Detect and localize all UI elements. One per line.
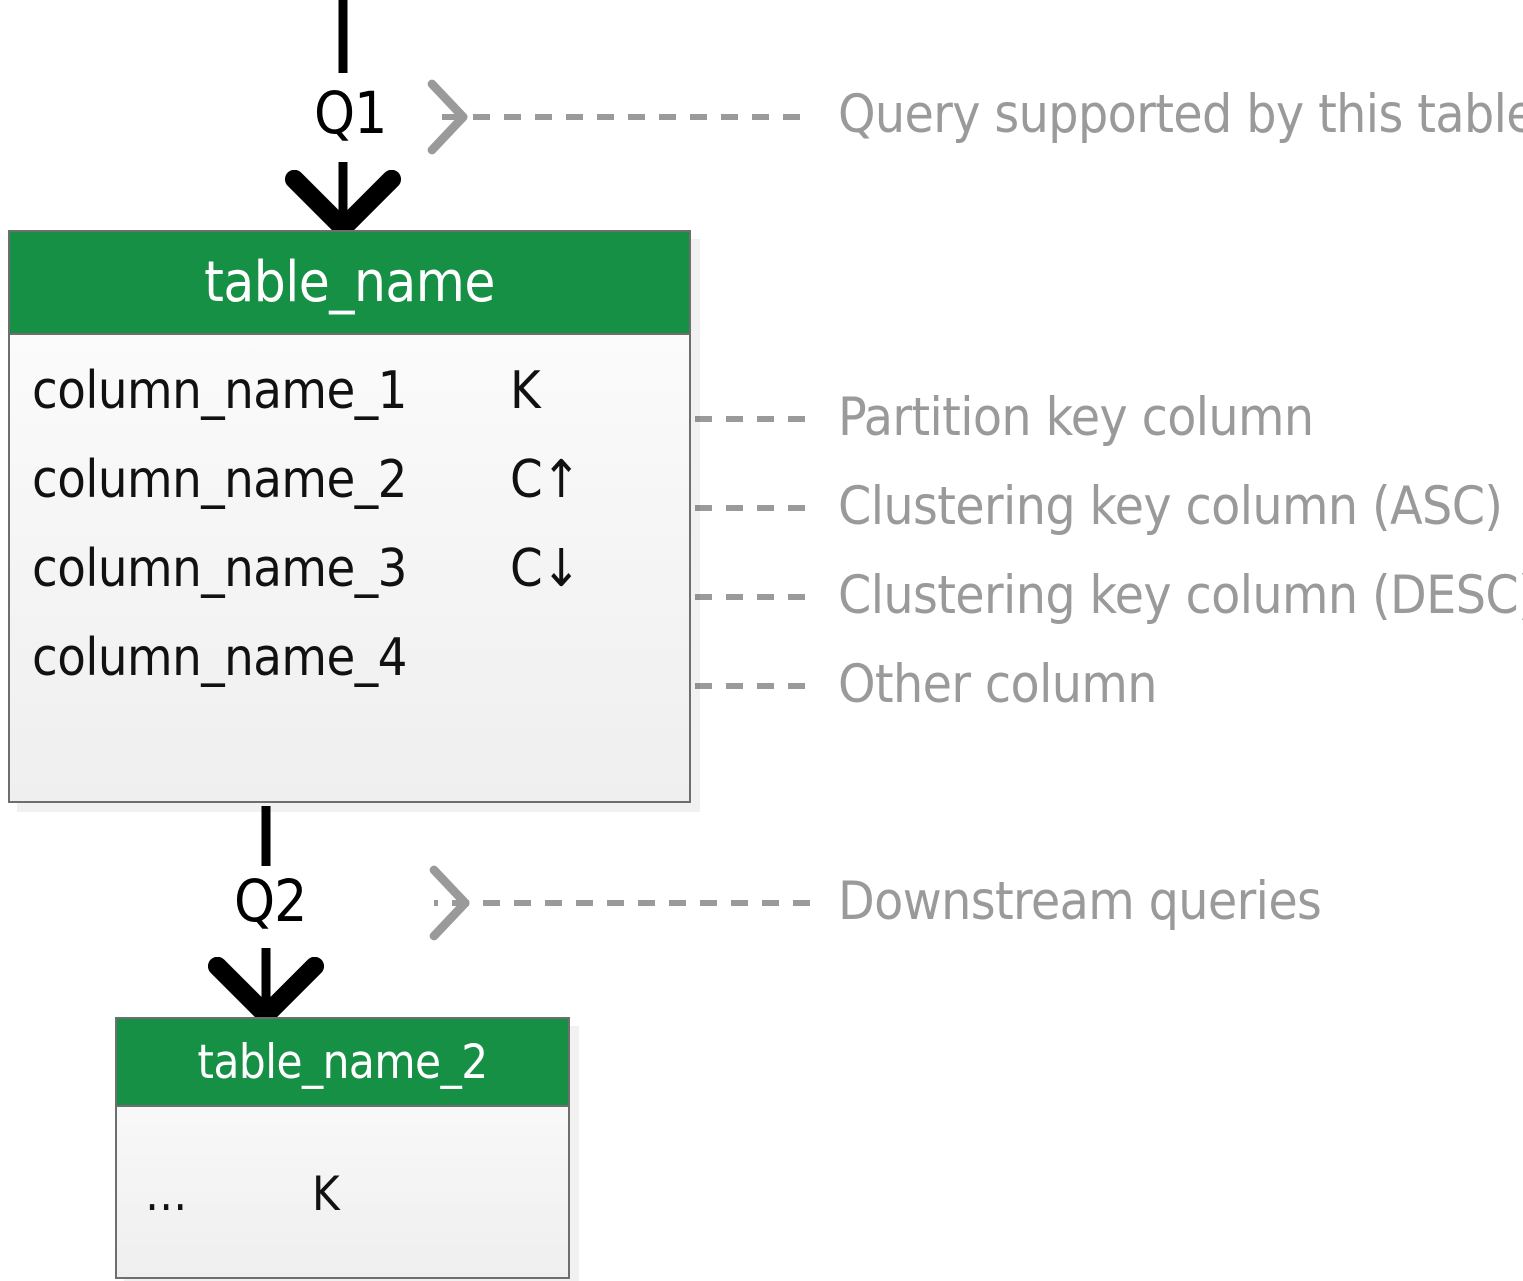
table-card-table-name-2[interactable]: table_name_2 … K <box>115 1017 570 1279</box>
column-name: … <box>145 1166 187 1222</box>
table-row[interactable]: column_name_2 C↑ <box>10 436 689 524</box>
column-name: column_name_4 <box>32 628 407 688</box>
annotation-other-column: Other column <box>838 654 1157 715</box>
annotation-query-supported: Query supported by this table <box>838 84 1523 145</box>
column-key-marker: C↓ <box>510 539 581 599</box>
table-row[interactable]: column_name_3 C↓ <box>10 525 689 613</box>
annotation-downstream-queries: Downstream queries <box>838 871 1322 932</box>
column-key-marker: C↑ <box>510 450 581 510</box>
column-key-marker: K <box>510 361 541 421</box>
table-row[interactable]: column_name_1 K <box>10 347 689 435</box>
table-1-title: table_name <box>10 232 689 335</box>
column-name: column_name_1 <box>32 361 407 421</box>
table-2-columns: … K <box>117 1107 568 1281</box>
table-2-title: table_name_2 <box>117 1019 568 1107</box>
column-key-marker: K <box>312 1166 340 1222</box>
query-label-q1: Q1 <box>314 79 387 147</box>
table-card-table-name[interactable]: table_name column_name_1 K column_name_2… <box>8 230 691 803</box>
column-name: column_name_3 <box>32 539 407 599</box>
table-row[interactable]: … K <box>117 1107 568 1281</box>
table-1-columns: column_name_1 K column_name_2 C↑ column_… <box>10 335 689 801</box>
table-row[interactable]: column_name_4 <box>10 614 689 702</box>
column-name: column_name_2 <box>32 450 407 510</box>
annotation-clustering-key-asc: Clustering key column (ASC) <box>838 476 1503 537</box>
annotation-clustering-key-desc: Clustering key column (DESC) <box>838 565 1523 626</box>
query-label-q2: Q2 <box>234 867 307 935</box>
annotation-partition-key: Partition key column <box>838 387 1314 448</box>
